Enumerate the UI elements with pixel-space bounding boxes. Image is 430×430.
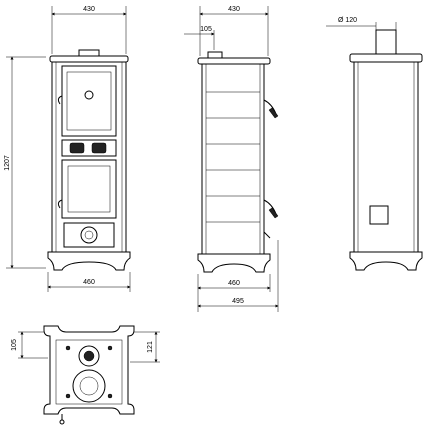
side-base-dimension: 460 [197,274,271,312]
back-flue-dimension: Ø 120 [326,17,397,30]
front-top-plate [49,55,129,63]
side-width-label: 430 [228,6,240,13]
side-depth-dimension: 495 [197,240,279,312]
front-width-label: 430 [83,6,95,13]
front-oven-handle [57,95,63,105]
front-fire-door [61,159,117,219]
side-top-plate [197,57,271,65]
front-width-dimension: 430 [51,6,127,54]
top-left-dimension: 105 [11,331,48,359]
side-flue-collar [207,51,223,59]
front-fire-handle [57,199,63,209]
front-air-regulator [80,226,98,244]
front-height-label: 1207 [4,155,11,171]
front-control-panel [61,139,117,157]
front-base-dimension: 460 [47,272,131,292]
back-flue-pipe [375,29,397,55]
front-control-right [91,142,107,154]
top-left-offset-label: 105 [11,339,18,351]
side-view: 430 105 460 [184,6,279,312]
back-view: Ø 120 [326,17,423,271]
front-view: 430 1207 [4,6,131,292]
front-height-dimension: 1207 [4,56,46,269]
front-control-left [69,142,85,154]
side-flue-offset-dimension: 105 [184,26,215,50]
side-body [201,63,265,255]
top-right-offset-label: 121 [147,341,154,353]
side-ash-lever [263,231,271,239]
side-base-label: 460 [228,280,240,287]
front-oven-door [61,65,117,137]
back-top-plate [349,53,423,63]
top-view: 105 121 [11,325,160,425]
top-hob-ring [72,369,106,403]
side-width-dimension: 430 [199,6,269,56]
side-base [197,253,271,273]
front-base [47,251,131,271]
front-flue-collar [78,49,100,57]
back-base [349,251,423,271]
front-oven-thermometer [84,90,94,100]
back-body [353,61,419,253]
top-right-dimension: 121 [130,331,160,363]
top-flue-outlet [78,345,100,367]
side-flue-offset-label: 105 [200,26,212,33]
front-base-label: 460 [83,279,95,286]
side-depth-label: 495 [232,298,244,305]
back-air-inlet [369,205,389,225]
top-plate [55,339,123,405]
front-ash-drawer [63,222,115,248]
back-flue-diameter-label: Ø 120 [338,17,357,24]
